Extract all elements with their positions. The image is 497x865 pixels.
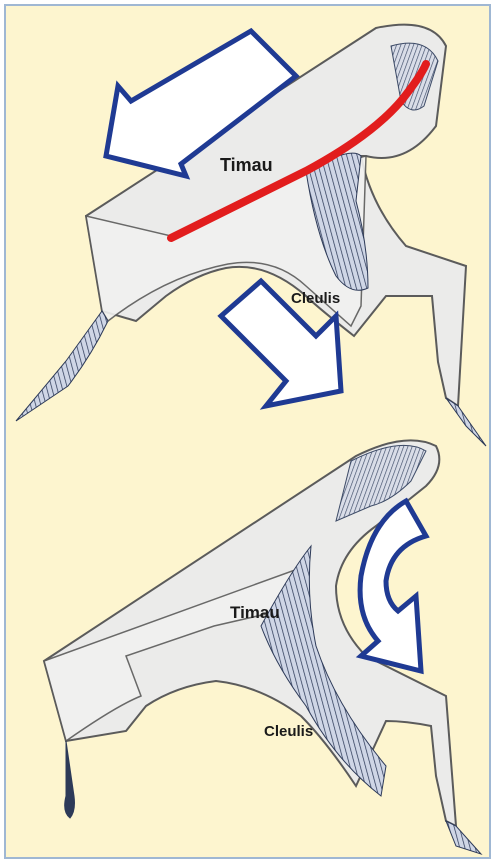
fault-diagram bbox=[6, 6, 491, 859]
bottom-right-tip bbox=[446, 821, 481, 854]
bottom-left-tip bbox=[65, 741, 75, 818]
label-cleulis-bottom: Cleulis bbox=[264, 724, 313, 739]
label-timau-bottom: Timau bbox=[230, 604, 280, 621]
top-left-tip bbox=[16, 311, 108, 421]
label-cleulis-top: Cleulis bbox=[291, 291, 340, 306]
top-right-tip bbox=[446, 398, 486, 446]
label-timau-top: Timau bbox=[220, 156, 273, 174]
diagram-frame: Timau Cleulis Timau Cleulis bbox=[4, 4, 491, 859]
